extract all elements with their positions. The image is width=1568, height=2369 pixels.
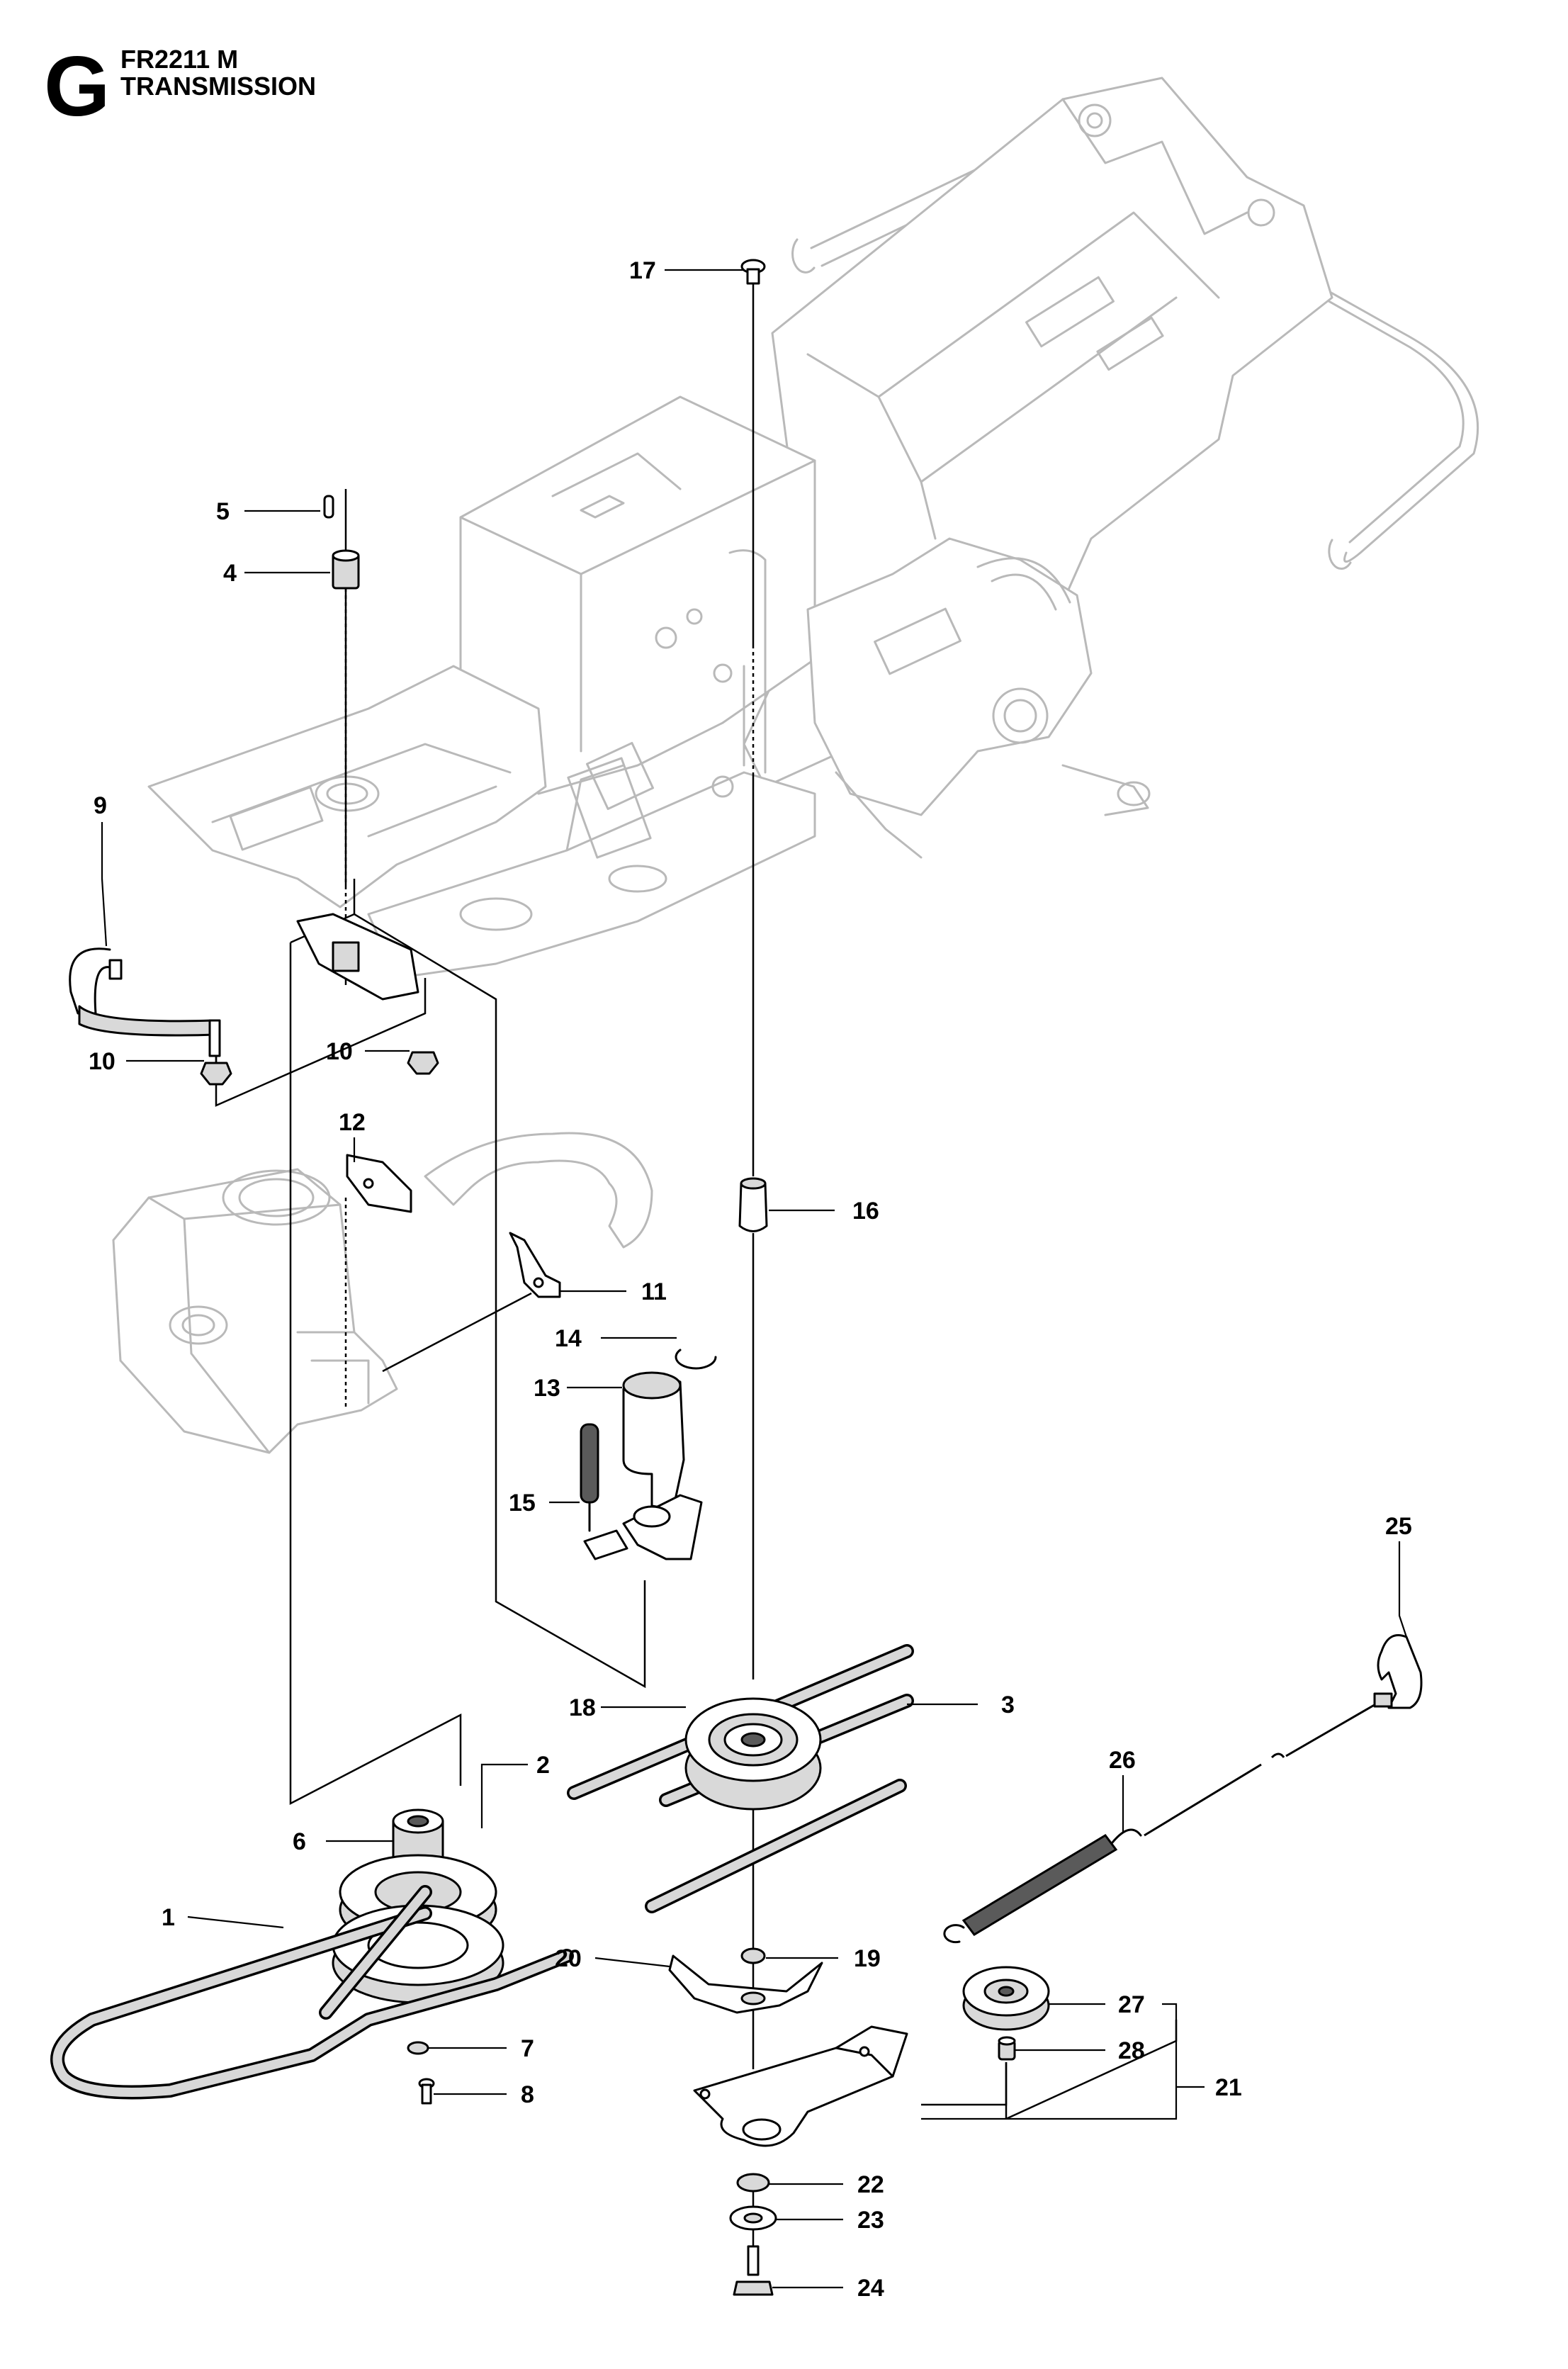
callout-15: 15 xyxy=(509,1490,536,1517)
part-9-rod xyxy=(69,947,221,1057)
part-22-washer xyxy=(736,2173,770,2193)
part-28-spacer xyxy=(998,2036,1016,2061)
part-19-washer xyxy=(740,1947,766,1964)
callout-25: 25 xyxy=(1385,1513,1412,1540)
callout-23: 23 xyxy=(857,2207,884,2234)
callout-20: 20 xyxy=(555,1945,582,1972)
part-25-clip xyxy=(1373,1634,1423,1709)
callout-18: 18 xyxy=(569,1694,596,1721)
callout-2: 2 xyxy=(536,1752,550,1779)
part-17-bolt xyxy=(740,259,766,285)
callout-7: 7 xyxy=(521,2035,534,2062)
part-13-lever xyxy=(583,1371,703,1560)
part-5-pin xyxy=(323,495,334,519)
ghosted-transmission-case xyxy=(112,1168,398,1454)
part-4-bushing xyxy=(332,549,360,590)
callout-4: 4 xyxy=(223,560,237,587)
callout-10-right: 10 xyxy=(326,1038,353,1065)
parts xyxy=(50,259,1423,2296)
model-name: FR2211 M xyxy=(120,45,239,74)
part-11-bracket xyxy=(509,1232,561,1298)
part-18-pulley xyxy=(684,1697,822,1811)
callout-22: 22 xyxy=(857,2171,884,2198)
throttle-cable xyxy=(1144,1699,1382,1837)
part-8-bolt xyxy=(418,2078,435,2105)
part-20-plate xyxy=(668,1954,823,2014)
callout-9: 9 xyxy=(94,792,107,819)
part-15-spring xyxy=(580,1423,599,1532)
callout-16: 16 xyxy=(852,1198,879,1225)
callout-26: 26 xyxy=(1109,1747,1136,1774)
leader-lines xyxy=(101,269,1408,2289)
section-title: TRANSMISSION xyxy=(120,72,317,101)
callout-14: 14 xyxy=(555,1325,582,1352)
callout-8: 8 xyxy=(521,2081,534,2108)
part-24-bolt xyxy=(733,2245,774,2296)
callout-labels: 17 5 4 9 10 10 12 16 11 14 13 15 25 18 3… xyxy=(89,257,1412,2302)
part-21-bracket xyxy=(693,2025,908,2147)
pivot-plate xyxy=(296,913,419,1001)
callout-11: 11 xyxy=(641,1278,667,1305)
part-12-bracket xyxy=(346,1154,412,1213)
callout-6: 6 xyxy=(293,1828,306,1855)
callout-10-left: 10 xyxy=(89,1048,115,1075)
brake-band-bracket xyxy=(424,1132,653,1249)
part-27-idler xyxy=(962,1966,1050,2031)
callout-17: 17 xyxy=(629,257,656,284)
callout-5: 5 xyxy=(216,498,230,525)
part-16-tube xyxy=(738,1177,768,1232)
callout-19: 19 xyxy=(854,1945,881,1972)
callout-12: 12 xyxy=(339,1109,366,1136)
callout-13: 13 xyxy=(534,1375,560,1402)
ghosted-frame xyxy=(147,77,1479,979)
part-7-washer xyxy=(407,2041,429,2055)
callout-28: 28 xyxy=(1118,2037,1145,2064)
callout-24: 24 xyxy=(857,2275,884,2302)
section-letter: G xyxy=(44,39,111,134)
callout-1: 1 xyxy=(162,1904,175,1931)
callout-3: 3 xyxy=(1001,1692,1015,1718)
part-10-nut-b xyxy=(407,1051,439,1075)
part-26-spring xyxy=(943,1828,1142,1944)
part-1-belt xyxy=(50,1885,574,2100)
part-10-nut-a xyxy=(200,1062,232,1086)
part-14-circlip xyxy=(675,1349,717,1370)
callout-27: 27 xyxy=(1118,1991,1145,2018)
callout-21: 21 xyxy=(1215,2074,1242,2101)
